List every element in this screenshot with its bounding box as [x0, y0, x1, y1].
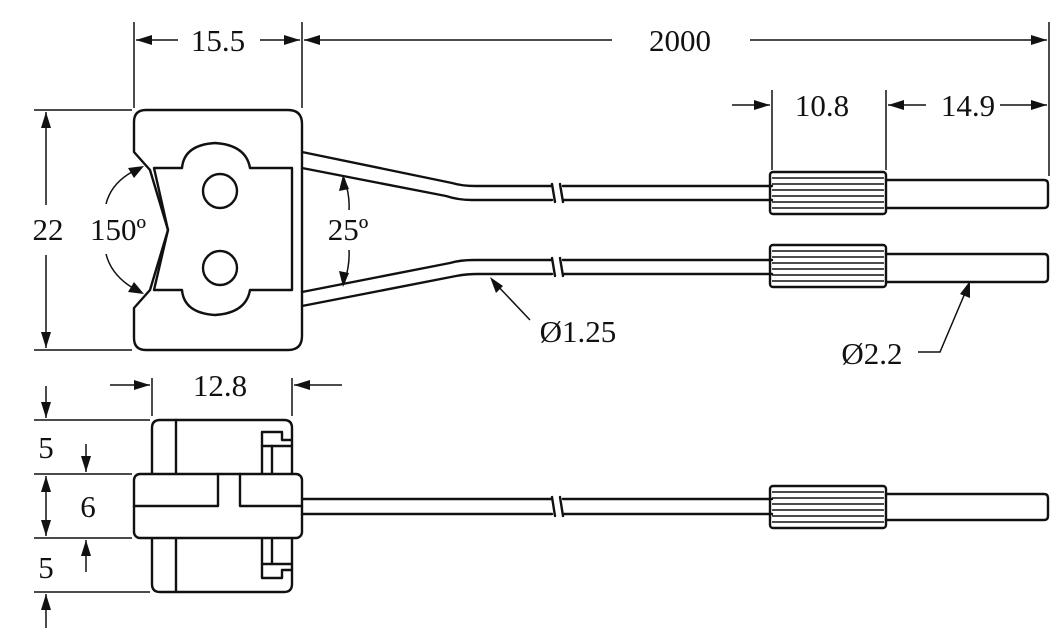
- fiber-hole-lower: [201, 249, 239, 287]
- side-cable: [300, 497, 554, 516]
- dim-sleeve-length: 10.8: [795, 88, 849, 123]
- dim-flange-top: 5: [38, 430, 54, 465]
- side-sleeve: [768, 484, 888, 530]
- dim-holder-height: 22: [33, 212, 64, 247]
- probe-lower: [884, 252, 1050, 284]
- dim-cable-length: 2000: [649, 23, 711, 58]
- sleeve-upper-ribs: [772, 177, 884, 209]
- fiber-break-lower: [550, 256, 565, 278]
- dim-v-groove-angle: 150º: [90, 212, 147, 247]
- dim-fiber-spread-angle: 25º: [328, 212, 369, 247]
- dim-holder-width: 15.5: [191, 23, 245, 58]
- top-dimensions: 15.5 2000 10.8 14.9 22 150º 25º: [33, 22, 1050, 371]
- side-probe: [884, 492, 1050, 522]
- top-view: [132, 108, 1050, 352]
- dim-holder-depth: 12.8: [193, 368, 247, 403]
- sleeve-upper: [768, 170, 888, 216]
- side-view: [132, 418, 1050, 594]
- dim-flange-bottom: 5: [38, 550, 54, 585]
- holder-recess: [152, 141, 294, 317]
- side-dimensions: 12.8 5 5 6: [34, 368, 342, 628]
- fiber-lower: [300, 258, 554, 308]
- dim-probe-diameter: Ø2.2: [841, 336, 902, 371]
- fiber-hole-upper: [201, 172, 239, 210]
- fiber-lower-far: [561, 258, 774, 276]
- fiber-break-upper: [550, 182, 565, 204]
- probe-upper: [884, 178, 1050, 210]
- dim-fiber-diameter: Ø1.25: [540, 314, 617, 349]
- sleeve-lower-ribs: [772, 250, 884, 282]
- sleeve-lower: [768, 243, 888, 289]
- dim-probe-tip-length: 14.9: [941, 88, 995, 123]
- dim-flange-middle: 6: [80, 489, 96, 524]
- fiber-upper: [300, 150, 554, 202]
- fiber-upper-far: [561, 184, 774, 202]
